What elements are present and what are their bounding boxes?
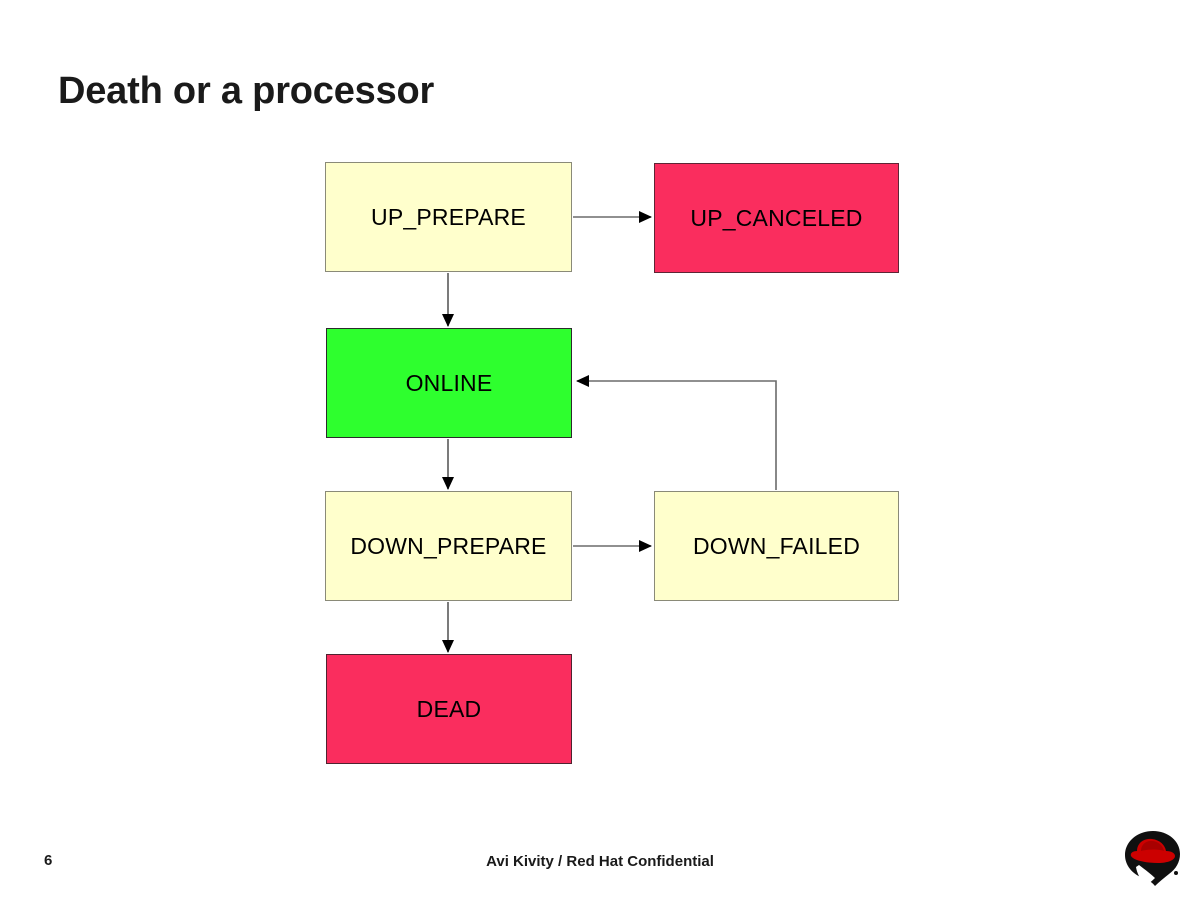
edge-down-failed-to-online [576,375,777,490]
slide-page-number: 6 [44,852,53,869]
state-node-label: UP_CANCELED [690,204,863,231]
slide-footer-text: Avi Kivity / Red Hat Confidential [486,853,714,870]
state-node-dead[interactable]: DEAD [326,654,572,764]
state-node-label: UP_PREPARE [371,203,526,230]
state-node-label: ONLINE [405,369,493,396]
state-node-down-prepare[interactable]: DOWN_PREPARE [325,491,572,601]
state-node-up-canceled[interactable]: UP_CANCELED [654,163,899,273]
state-node-label: DEAD [416,695,482,722]
page-title: Death or a processor [58,70,435,112]
state-node-label: DOWN_FAILED [692,532,861,559]
state-node-down-failed[interactable]: DOWN_FAILED [654,491,899,601]
red-hat-shadowman-logo [1125,831,1180,886]
state-node-up-prepare[interactable]: UP_PREPARE [325,162,572,272]
state-node-label: DOWN_PREPARE [350,532,547,559]
state-node-online[interactable]: ONLINE [326,328,572,438]
